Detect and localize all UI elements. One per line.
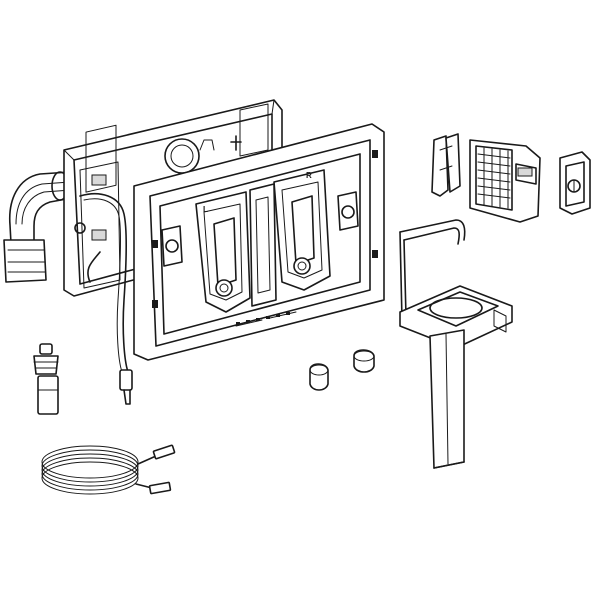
clip-bracket xyxy=(431,133,461,197)
end-cap-left xyxy=(309,363,329,391)
connection-cable xyxy=(79,192,133,405)
cable-plug xyxy=(33,343,59,415)
elbow-pipe xyxy=(3,171,73,283)
filter-box xyxy=(469,139,541,223)
left-lever-mark: L xyxy=(203,205,208,214)
mounting-clip xyxy=(559,151,591,215)
end-cap-right xyxy=(353,349,375,373)
right-lever-mark: R xyxy=(306,171,312,180)
support-stand xyxy=(399,219,513,469)
front-actuator-frame: L R xyxy=(133,123,385,361)
coiled-cable xyxy=(41,444,176,495)
